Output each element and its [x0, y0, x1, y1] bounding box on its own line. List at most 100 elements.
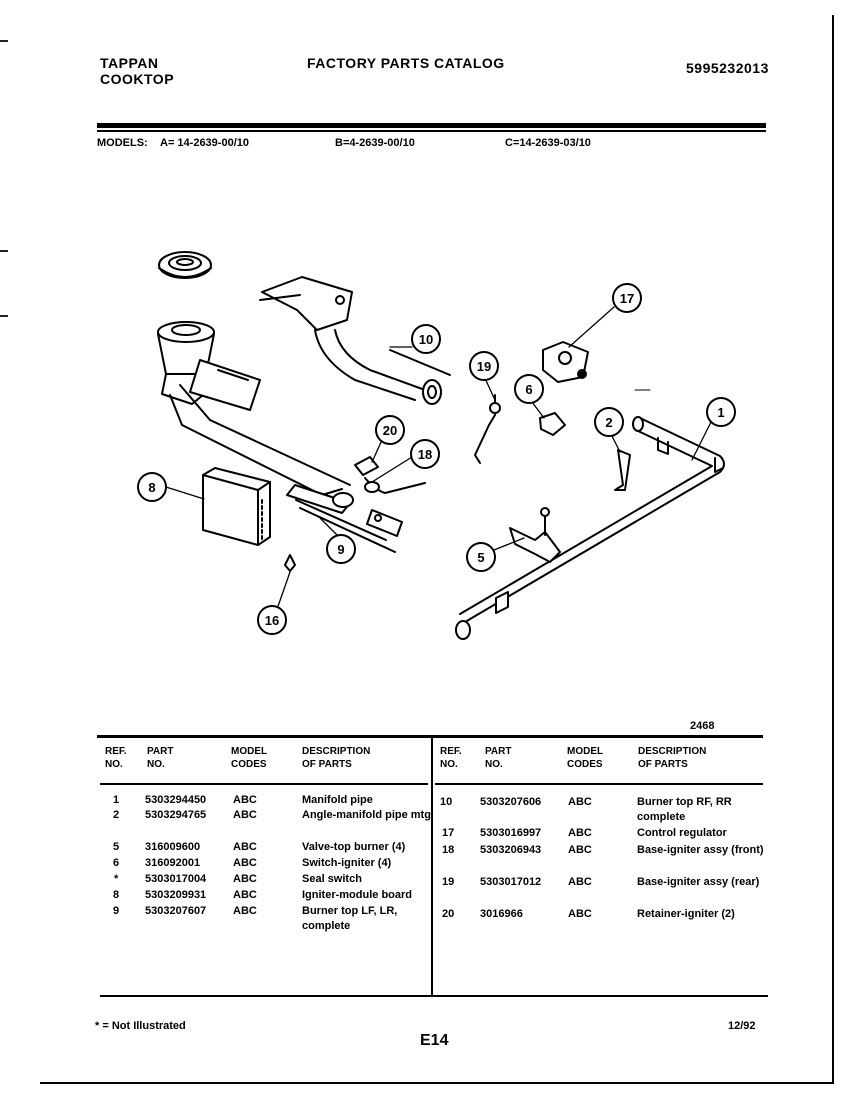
- callout-16: 16: [257, 605, 287, 635]
- row-ref: 2: [113, 809, 120, 821]
- callout-10: 10: [411, 324, 441, 354]
- igniter-switch-drawing: [354, 456, 426, 537]
- row-desc: Control regulator: [637, 827, 727, 839]
- row-codes: ABC: [233, 794, 257, 806]
- svg-text:18: 18: [418, 447, 432, 462]
- row-codes: ABC: [233, 873, 257, 885]
- control-regulator-drawing: [542, 341, 589, 383]
- row-part: 5303207607: [145, 905, 207, 917]
- manifold-pipe-drawing: [455, 389, 725, 640]
- right-burner-assembly-drawing: [259, 276, 451, 405]
- left-burner-assembly-drawing: [157, 321, 396, 553]
- svg-text:10: 10: [419, 332, 433, 347]
- row-part: 5303016997: [480, 827, 542, 839]
- row-ref: 1: [113, 794, 120, 806]
- row-codes: ABC: [233, 905, 257, 917]
- callout-labels: 17 10 19 6 2 1 20 18 8 9 5 16: [137, 283, 736, 635]
- row-codes: ABC: [233, 809, 257, 821]
- table-header-rule-left: [100, 783, 428, 785]
- table-bottom-rule: [100, 995, 768, 997]
- row-ref: 8: [113, 889, 120, 901]
- callout-17: 17: [612, 283, 642, 313]
- header-rule-thin: [97, 130, 766, 132]
- row-part: 3016966: [480, 908, 523, 920]
- row-part: 5303294450: [145, 794, 207, 806]
- page-number: E14: [420, 1032, 449, 1049]
- row-ref: 6: [113, 857, 120, 869]
- row-ref: *: [114, 873, 119, 885]
- svg-text:5: 5: [477, 550, 484, 565]
- callout-2: 2: [594, 407, 624, 437]
- callout-5: 5: [466, 542, 496, 572]
- header-ref: REF.NO.: [440, 746, 462, 770]
- figure-reference: 2468: [690, 720, 715, 732]
- callout-18: 18: [410, 439, 440, 469]
- row-ref: 5: [113, 841, 120, 853]
- callout-6: 6: [514, 374, 544, 404]
- table-divider: [431, 738, 433, 997]
- callout-8: 8: [137, 472, 167, 502]
- row-ref: 20: [442, 908, 455, 920]
- callout-19: 19: [469, 351, 499, 381]
- row-desc: Seal switch: [302, 873, 362, 885]
- burner-cap-drawing: [158, 251, 212, 279]
- row-codes: ABC: [568, 827, 592, 839]
- row-ref: 10: [440, 796, 453, 808]
- svg-text:17: 17: [620, 291, 634, 306]
- row-codes: ABC: [233, 857, 257, 869]
- row-desc: Burner top LF, LR, complete: [302, 905, 398, 932]
- row-codes: ABC: [233, 889, 257, 901]
- base-igniter-rear-drawing: [474, 394, 501, 464]
- page-frame: [40, 15, 834, 1084]
- switch-igniter-drawing: [539, 412, 566, 436]
- scan-edge-mark: [0, 315, 8, 317]
- exploded-parts-diagram: 17 10 19 6 2 1 20 18 8 9 5 16: [137, 251, 736, 640]
- brand-block: TAPPAN COOKTOP: [100, 55, 174, 87]
- header-ref: REF.NO.: [105, 746, 127, 770]
- model-a: A= 14-2639-00/10: [160, 137, 249, 149]
- row-ref: 17: [442, 827, 455, 839]
- row-desc: Igniter-module board: [302, 889, 412, 901]
- row-ref: 9: [113, 905, 120, 917]
- brand-name: TAPPAN: [100, 55, 159, 71]
- valve-drawing: [509, 507, 561, 563]
- model-b: B=4-2639-00/10: [335, 137, 415, 149]
- row-part: 5303206943: [480, 844, 542, 856]
- product-type: COOKTOP: [100, 71, 175, 87]
- row-part: 5303294765: [145, 809, 207, 821]
- catalog-number: 5995232013: [686, 60, 769, 76]
- row-part: 5303017004: [145, 873, 207, 885]
- row-codes: ABC: [568, 876, 592, 888]
- row-part: 316092001: [145, 857, 201, 869]
- scan-edge-mark: [0, 40, 8, 42]
- models-label: MODELS:: [97, 137, 148, 149]
- row-part: 316009600: [145, 841, 201, 853]
- callout-20: 20: [375, 415, 405, 445]
- row-desc: Switch-igniter (4): [302, 857, 392, 869]
- svg-text:6: 6: [525, 382, 532, 397]
- row-desc: Retainer-igniter (2): [637, 908, 735, 920]
- row-part: 5303017012: [480, 876, 542, 888]
- row-part: 5303207606: [480, 796, 542, 808]
- igniter-module-drawing: [202, 467, 271, 546]
- row-codes: ABC: [568, 844, 592, 856]
- model-c: C=14-2639-03/10: [505, 137, 591, 149]
- angle-bracket-drawing: [614, 449, 631, 491]
- footnote: * = Not Illustrated: [95, 1020, 186, 1032]
- header-rule: [97, 123, 766, 128]
- row-codes: ABC: [568, 796, 592, 808]
- row-codes: ABC: [568, 908, 592, 920]
- row-desc: Manifold pipe: [302, 794, 373, 806]
- part-16-drawing: [284, 554, 296, 572]
- svg-text:8: 8: [148, 480, 155, 495]
- row-part: 5303209931: [145, 889, 207, 901]
- row-desc: Burner top RF, RR complete: [637, 796, 732, 823]
- scan-edge-mark: [0, 250, 8, 252]
- row-ref: 18: [442, 844, 455, 856]
